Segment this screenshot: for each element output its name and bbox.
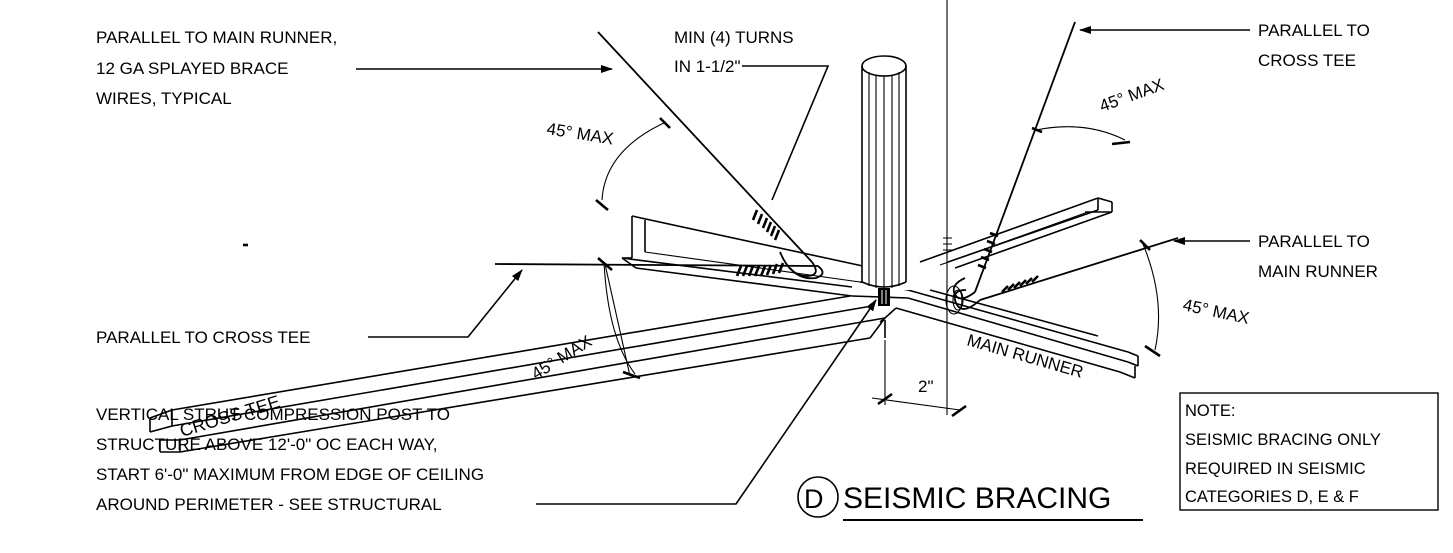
detail-letter: D (804, 484, 824, 514)
brace-wires-line-1: PARALLEL TO MAIN RUNNER, (96, 28, 337, 47)
brace-wire-left-cross (494, 263, 819, 267)
callout-turns: MIN (4) TURNS IN 1-1/2" (674, 28, 794, 76)
note-heading: NOTE: (1185, 402, 1235, 420)
parallel-cross-tee-top-line-1: PARALLEL TO (1258, 21, 1370, 40)
callout-parallel-main-runner-right: PARALLEL TO MAIN RUNNER (1258, 232, 1378, 281)
note-line-1: SEISMIC BRACING ONLY (1185, 431, 1381, 449)
compression-post (861, 55, 910, 306)
angle-label-left: 45° MAX (528, 332, 595, 384)
grid-members (149, 197, 1139, 453)
brace-wire-left-main (597, 31, 813, 263)
angle-indicators (243, 117, 1161, 380)
cross-tee-back-arm (621, 215, 873, 297)
dimension-label: 2" (918, 377, 934, 396)
strut-line-1: VERTICAL STRUT COMPRESSION POST TO (96, 405, 450, 424)
turns-line-1: MIN (4) TURNS (674, 28, 794, 47)
detail-title: D SEISMIC BRACING (797, 476, 1143, 521)
angle-label-top-left: 45° MAX (545, 119, 614, 148)
note-line-2: REQUIRED IN SEISMIC (1185, 460, 1366, 478)
dimension-2in: 2" (871, 340, 967, 418)
brace-wires-line-3: WIRES, TYPICAL (96, 89, 232, 108)
detail-letter-circle (797, 476, 839, 518)
parallel-cross-tee-top-line-2: CROSS TEE (1258, 51, 1356, 70)
angle-label-top-right: 45° MAX (1097, 75, 1167, 116)
strut-line-4: AROUND PERIMETER - SEE STRUCTURAL (96, 495, 442, 514)
callout-parallel-cross-tee-left: PARALLEL TO CROSS TEE (96, 328, 310, 347)
note-box: NOTE: SEISMIC BRACING ONLY REQUIRED IN S… (1179, 392, 1439, 511)
strut-line-3: START 6'-0" MAXIMUM FROM EDGE OF CEILING (96, 465, 484, 484)
turns-line-2: IN 1-1/2" (674, 57, 741, 76)
main-runner-back-arm (919, 197, 1113, 269)
callout-strut: VERTICAL STRUT COMPRESSION POST TO STRUC… (96, 405, 484, 514)
brace-wires (494, 21, 1179, 315)
main-runner-front-arm (895, 289, 1139, 379)
strut-line-2: STRUCTURE ABOVE 12'-0" OC EACH WAY, (96, 435, 438, 454)
parallel-main-runner-right-line-1: PARALLEL TO (1258, 232, 1370, 251)
note-line-3: CATEGORIES D, E & F (1185, 488, 1359, 506)
brace-wire-right-cross (974, 21, 1076, 293)
leaders (356, 26, 1250, 505)
brace-wires-line-2: 12 GA SPLAYED BRACE (96, 59, 288, 78)
cross-tee-front-arm (149, 295, 886, 453)
parallel-main-runner-right-line-2: MAIN RUNNER (1258, 262, 1378, 281)
callout-parallel-cross-tee-top: PARALLEL TO CROSS TEE (1258, 21, 1370, 70)
callout-brace-wires: PARALLEL TO MAIN RUNNER, 12 GA SPLAYED B… (96, 28, 337, 108)
detail-title-text: SEISMIC BRACING (843, 482, 1111, 515)
vertical-hanger-reference (943, 0, 952, 415)
angle-label-right: 45° MAX (1181, 295, 1251, 328)
